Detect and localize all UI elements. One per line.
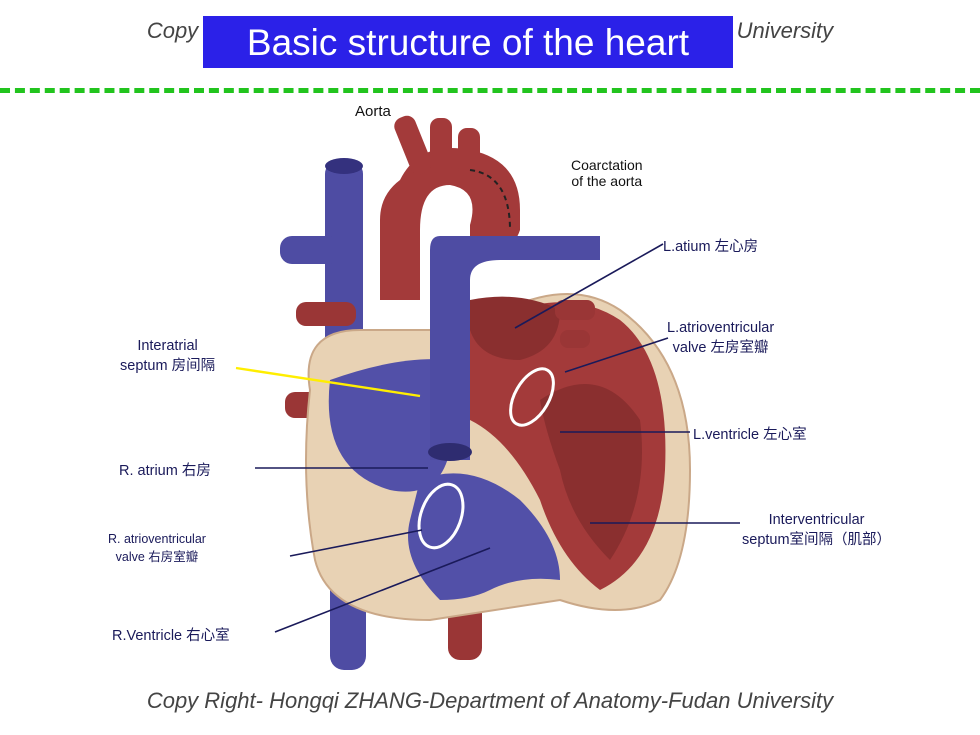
label-interatrial-line2: septum 房间隔 (120, 358, 216, 374)
leader-interatrial (235, 366, 421, 398)
label-interatrial: Interatrial septum 房间隔 (120, 338, 215, 375)
leader-r-ventricle (274, 547, 491, 633)
pulmonary-trunk (430, 236, 600, 460)
label-coarctation: Coarctation of the aorta (571, 157, 643, 189)
aortic-arch (380, 148, 520, 300)
leader-l-av-valve (564, 337, 669, 373)
label-interventricular: Interventricular septum室间隔（肌部） (742, 512, 891, 549)
label-interventricular-line2: septum室间隔（肌部） (742, 532, 892, 548)
label-l-av-valve: L.atrioventricular valve 左房室瓣 (667, 320, 774, 357)
copyright-footer: Copy Right- Hongqi ZHANG-Department of A… (146, 688, 834, 713)
label-l-ventricle: L.ventricle 左心室 (693, 427, 807, 443)
mitral-valve-circle (509, 367, 555, 427)
label-r-av-valve-line2: valve 右房室瓣 (115, 550, 199, 564)
label-interventricular-line1: Interventricular (768, 512, 865, 528)
label-l-av-valve-line1: L.atrioventricular (667, 320, 775, 336)
label-l-atrium: L.atium 左心房 (663, 239, 759, 255)
tricuspid-valve-circle (417, 482, 465, 550)
label-aorta: Aorta (355, 103, 391, 120)
label-l-av-valve-line2: valve 左房室瓣 (672, 340, 769, 356)
label-coarctation-line1: Coarctation (571, 157, 643, 173)
label-coarctation-line2: of the aorta (571, 173, 643, 189)
label-r-atrium: R. atrium 右房 (119, 463, 211, 479)
label-interatrial-line1: Interatrial (137, 338, 198, 354)
label-r-av-valve: R. atrioventricular valve 右房室瓣 (108, 532, 206, 565)
slide-title: Basic structure of the heart (203, 16, 733, 68)
title-divider (0, 88, 980, 93)
leader-l-atrium (514, 243, 664, 329)
leader-r-av-valve (289, 529, 423, 557)
left-atrium-region (470, 296, 560, 360)
right-ventricle-region (408, 473, 560, 600)
right-atrium-region (328, 359, 450, 492)
label-r-av-valve-line1: R. atrioventricular (108, 532, 206, 546)
label-r-ventricle: R.Ventricle 右心室 (112, 628, 230, 644)
